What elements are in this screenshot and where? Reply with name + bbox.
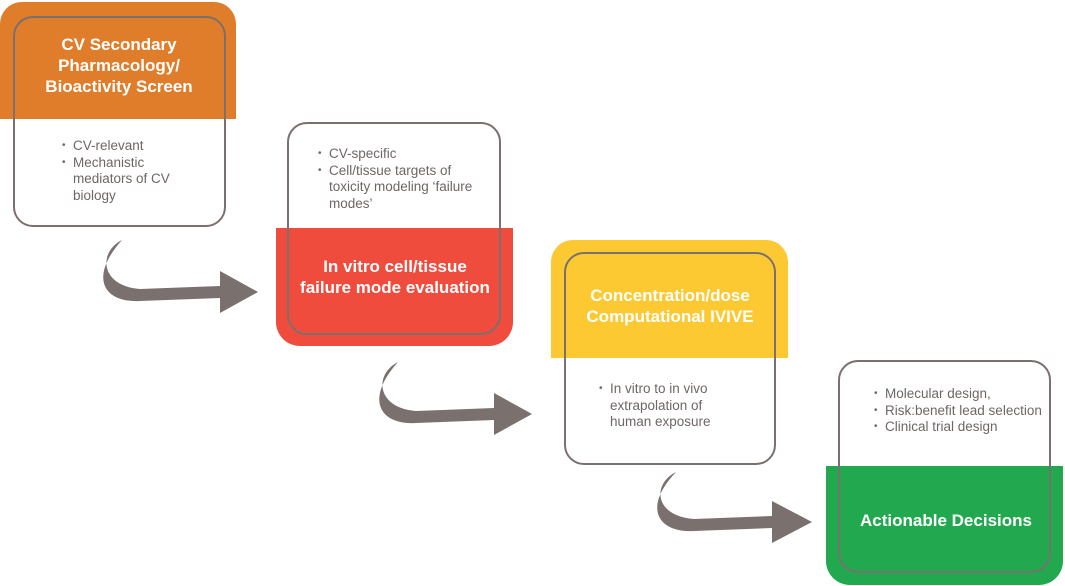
step3-color-block — [551, 240, 788, 358]
step3-bullet: In vitro to in vivo extrapolation of hum… — [599, 381, 739, 431]
step2-bullet: CV-specific — [318, 146, 490, 163]
arrow-1-to-2-icon — [103, 240, 258, 313]
step1-bullets: CV-relevant Mechanistic mediators of CV … — [62, 138, 180, 204]
step3-outline — [564, 252, 776, 465]
arrow-3-to-4-icon — [657, 472, 812, 543]
step2-outline — [287, 122, 501, 335]
step2-bullets: CV-specific Cell/tissue targets of toxic… — [318, 146, 490, 212]
step4-bullet: Clinical trial design — [874, 419, 1044, 436]
step2-color-block — [276, 228, 513, 346]
step2-title: In vitro cell/tissue failure mode evalua… — [300, 257, 490, 297]
step1-title: CV Secondary Pharmacology/ Bioactivity S… — [45, 34, 193, 96]
arrow-2-to-3-icon — [379, 362, 532, 435]
step4-title: Actionable Decisions — [860, 510, 1032, 530]
step4-bullet: Risk:benefit lead selection — [874, 403, 1044, 420]
step4-bullet: Molecular design, — [874, 386, 1044, 403]
step2-bullet: Cell/tissue targets of toxicity modeling… — [318, 163, 490, 213]
step1-bullet: Mechanistic mediators of CV biology — [62, 155, 180, 205]
step1-color-block — [0, 2, 236, 119]
step1-outline — [13, 16, 226, 227]
step4-bullets: Molecular design, Risk:benefit lead sele… — [874, 386, 1044, 436]
step1-bullet: CV-relevant — [62, 138, 180, 155]
step3-title: Concentration/dose Computational IVIVE — [586, 286, 754, 326]
step3-bullets: In vitro to in vivo extrapolation of hum… — [599, 381, 739, 431]
step4-outline — [838, 360, 1051, 573]
step4-color-block — [826, 466, 1063, 585]
